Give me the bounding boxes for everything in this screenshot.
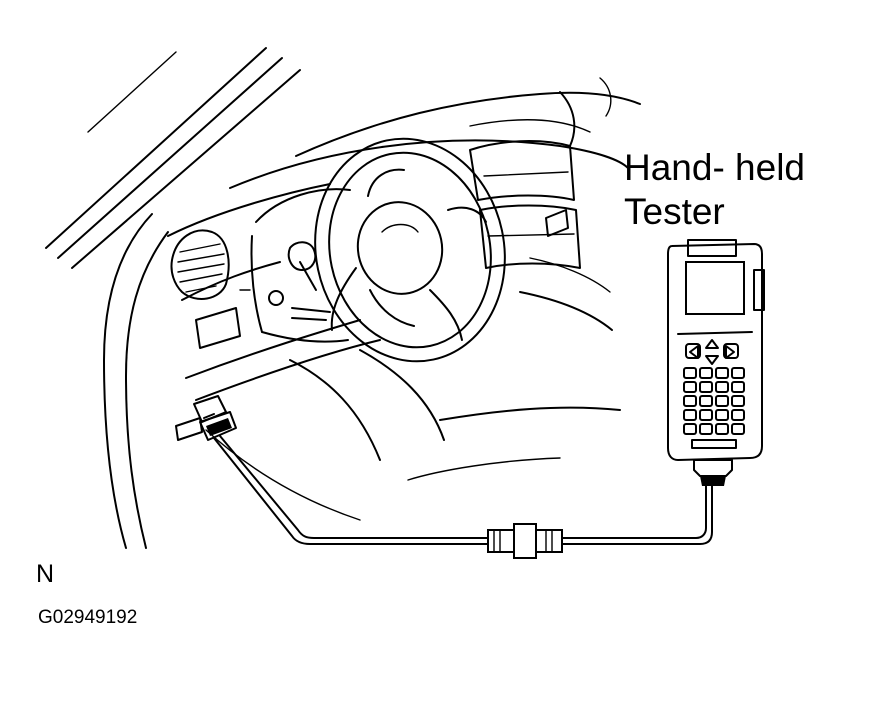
dlc3-connector bbox=[193, 395, 237, 441]
cable-coupler bbox=[487, 523, 563, 559]
switch-panel bbox=[175, 307, 241, 441]
tester-keypad bbox=[683, 367, 745, 435]
air-vent bbox=[170, 229, 230, 300]
center-console bbox=[469, 140, 581, 269]
view-mark: N bbox=[36, 560, 55, 588]
instrument-cluster bbox=[239, 188, 351, 343]
figure-code: G02949192 bbox=[38, 607, 138, 628]
dashboard-face bbox=[167, 183, 621, 521]
tester-label-line1: Hand- held bbox=[624, 147, 806, 188]
door-frame bbox=[103, 213, 169, 549]
tester-label: Hand- held Tester bbox=[624, 146, 805, 234]
tester-label-line2: Tester bbox=[624, 191, 725, 232]
diagnostic-cable bbox=[213, 435, 713, 545]
steering-wheel bbox=[314, 137, 506, 363]
a-pillar bbox=[45, 47, 301, 269]
hand-held-tester bbox=[667, 239, 765, 486]
dashboard-top bbox=[229, 77, 641, 189]
